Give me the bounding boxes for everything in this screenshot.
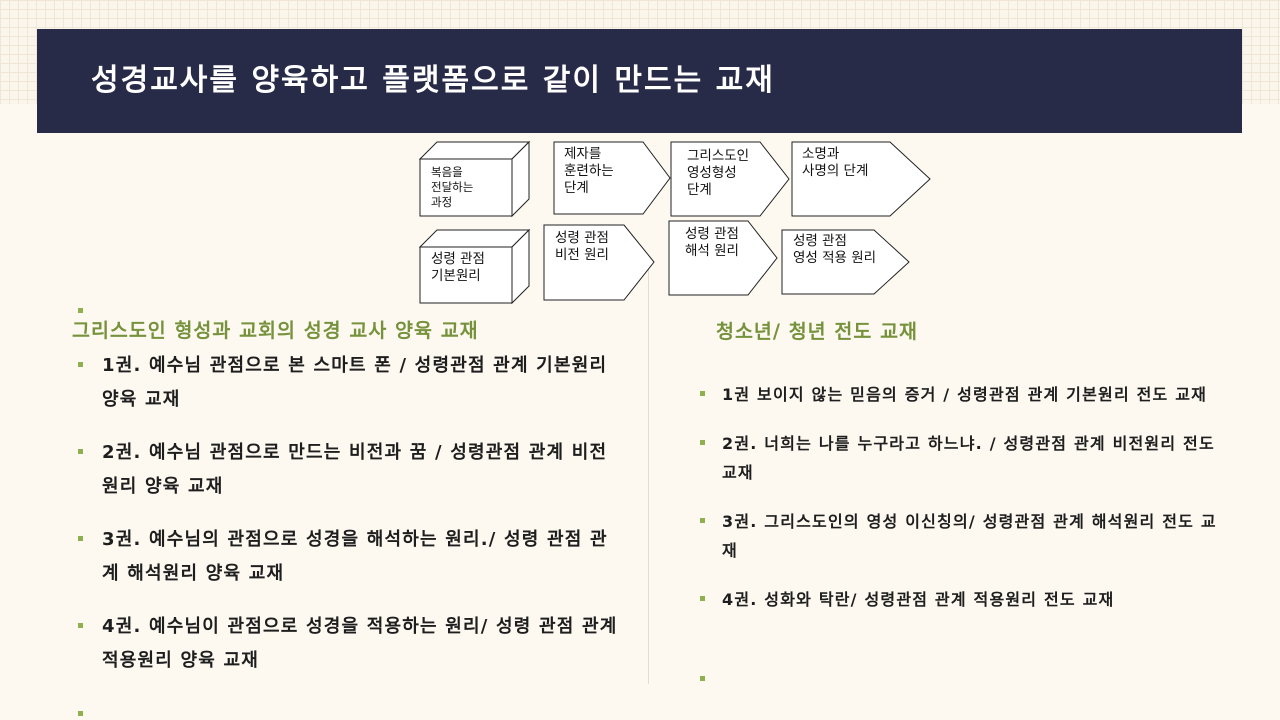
flow-diagram — [418, 140, 931, 305]
cube-shape-basic — [418, 228, 531, 305]
list-item-text: 1권. 예수님 관점으로 본 스마트 폰 / 성령관점 관계 기본원리 양육 교… — [102, 355, 608, 410]
bullet-icon — [700, 518, 705, 523]
pentagon-shape-application — [781, 229, 910, 295]
flow-label-vision: 성령 관점 비전 원리 — [555, 230, 609, 263]
title-bar: 성경교사를 양육하고 플랫폼으로 같이 만드는 교재 — [37, 29, 1242, 133]
list-item-text: 4권. 예수님이 관점으로 성경을 적용하는 원리/ 성령 관점 관계 적용원리… — [102, 616, 618, 671]
list-item: 2권. 너희는 나를 누구라고 하느냐. / 성령관점 관계 비전원리 전도 교… — [698, 429, 1218, 487]
list-item-text: 3권. 예수님의 관점으로 성경을 해석하는 원리./ 성령 관점 관계 해석원… — [102, 529, 608, 584]
list-item: 1권. 예수님 관점으로 본 스마트 폰 / 성령관점 관계 기본원리 양육 교… — [78, 349, 618, 417]
flow-label-interpretation: 성령 관점 해석 원리 — [685, 226, 739, 259]
list-item: 1권 보이지 않는 믿음의 증거 / 성령관점 관계 기본원리 전도 교재 — [698, 380, 1218, 409]
pentagon-shape-formation — [670, 141, 790, 217]
bullet-icon — [78, 623, 83, 628]
pentagon-shape-vision — [543, 224, 655, 301]
list-item: 3권. 예수님의 관점으로 성경을 해석하는 원리./ 성령 관점 관계 해석원… — [78, 523, 618, 591]
flow-label-gospel: 복음을 전달하는 과정 — [431, 165, 474, 209]
flow-label-disciple: 제자를 훈련하는 단계 — [564, 146, 614, 196]
pentagon-shape-interpretation — [668, 220, 778, 296]
bullet-icon — [700, 440, 705, 445]
left-book-list: 1권. 예수님 관점으로 본 스마트 폰 / 성령관점 관계 기본원리 양육 교… — [78, 349, 618, 697]
empty-bullet — [78, 308, 83, 313]
bullet-icon — [78, 449, 83, 454]
list-item: 3권. 그리스도인의 영성 이신칭의/ 성령관점 관계 해석원리 전도 교재 — [698, 507, 1218, 565]
right-section-heading: 청소년/ 청년 전도 교재 — [716, 320, 918, 343]
pentagon-shape-disciple — [553, 141, 671, 215]
list-item: 2권. 예수님 관점으로 만드는 비전과 꿈 / 성령관점 관계 비전원리 양육… — [78, 436, 618, 504]
flow-label-formation: 그리스도인 영성형성 단계 — [687, 148, 750, 198]
empty-bullet — [700, 676, 705, 681]
list-item-text: 1권 보이지 않는 믿음의 증거 / 성령관점 관계 기본원리 전도 교재 — [722, 385, 1208, 404]
cube-shape-gospel — [418, 140, 531, 218]
flow-label-application: 성령 관점 영성 적용 원리 — [793, 233, 877, 266]
bullet-icon — [78, 536, 83, 541]
flow-label-basic: 성령 관점 기본원리 — [431, 251, 485, 284]
bullet-icon — [78, 362, 83, 367]
left-section-heading: 그리스도인 형성과 교회의 성경 교사 양육 교재 — [72, 319, 479, 342]
flow-label-calling: 소명과 사명의 단계 — [802, 146, 869, 179]
right-book-list: 1권 보이지 않는 믿음의 증거 / 성령관점 관계 기본원리 전도 교재 2권… — [698, 380, 1218, 634]
list-item: 4권. 예수님이 관점으로 성경을 적용하는 원리/ 성령 관점 관계 적용원리… — [78, 610, 618, 678]
list-item: 4권. 성화와 탁란/ 성령관점 관계 적용원리 전도 교재 — [698, 585, 1218, 614]
bullet-icon — [700, 596, 705, 601]
pentagon-shape-calling — [791, 141, 931, 217]
bullet-icon — [700, 391, 705, 396]
list-item-text: 3권. 그리스도인의 영성 이신칭의/ 성령관점 관계 해석원리 전도 교재 — [722, 512, 1217, 560]
list-item-text: 2권. 너희는 나를 누구라고 하느냐. / 성령관점 관계 비전원리 전도 교… — [722, 434, 1215, 482]
empty-bullet — [78, 711, 83, 716]
list-item-text: 2권. 예수님 관점으로 만드는 비전과 꿈 / 성령관점 관계 비전원리 양육… — [102, 442, 608, 497]
column-divider — [648, 268, 649, 684]
list-item-text: 4권. 성화와 탁란/ 성령관점 관계 적용원리 전도 교재 — [722, 590, 1115, 609]
page-title: 성경교사를 양육하고 플랫폼으로 같이 만드는 교재 — [91, 63, 775, 98]
